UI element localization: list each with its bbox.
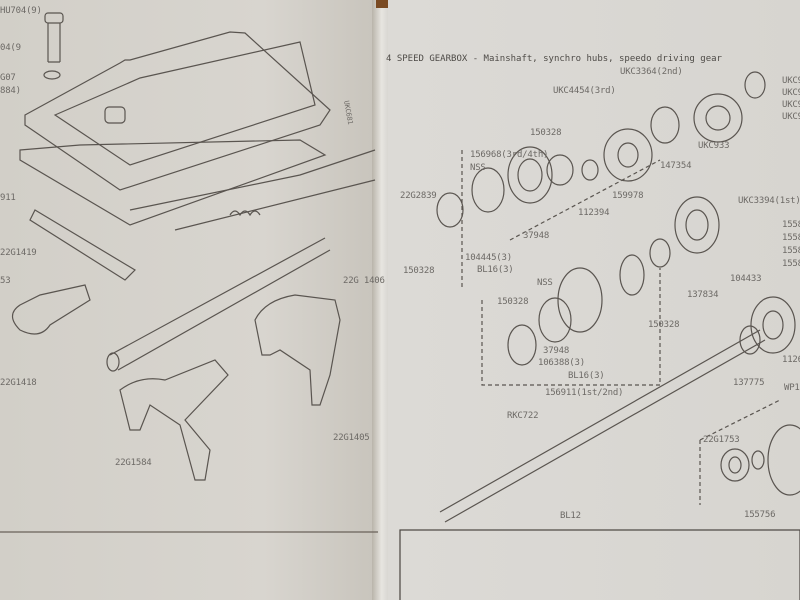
part-number-label: BL12 — [560, 511, 581, 521]
part-number-label: 22G1584 — [115, 458, 152, 468]
part-number-label: 112394 — [578, 208, 610, 218]
part-number-label: 1558 — [782, 246, 800, 256]
part-number-label: WP1 — [784, 383, 800, 393]
part-number-label: 150328 — [648, 320, 680, 330]
part-number-label: 156968(3rd/4th) — [470, 150, 549, 160]
part-number-label: 22G2839 — [400, 191, 437, 201]
part-number-label: 137834 — [687, 290, 719, 300]
part-number-label: 22G1753 — [703, 435, 740, 445]
part-number-label: 53 — [0, 276, 11, 286]
left-page — [0, 0, 378, 600]
part-number-label: 884) — [0, 86, 21, 96]
part-number-label: UKC4454(3rd) — [553, 86, 616, 96]
part-number-label: 150328 — [497, 297, 529, 307]
right-page — [386, 0, 800, 600]
part-number-label: 22G1418 — [0, 378, 37, 388]
notes-box — [399, 529, 800, 600]
part-number-label: UKC9 — [782, 88, 800, 98]
part-number-label: 150328 — [530, 128, 562, 138]
part-number-label: UKC3364(2nd) — [620, 67, 683, 77]
part-number-label: 22G1405 — [333, 433, 370, 443]
part-number-label: RKC722 — [507, 411, 539, 421]
part-number-label: 147354 — [660, 161, 692, 171]
part-number-label: UKC9 — [782, 76, 800, 86]
part-number-label: HU704(9) — [0, 6, 42, 16]
part-number-label: 104433 — [730, 274, 762, 284]
book-cover-corner — [376, 0, 388, 8]
part-number-label: 106388(3) — [538, 358, 585, 368]
part-number-label: 37948 — [543, 346, 570, 356]
part-number-label: UKC3394(1st) — [738, 196, 800, 206]
part-number-label: 1558 — [782, 259, 800, 269]
part-number-label: 1558 — [782, 220, 800, 230]
shift-forks-drawing — [11, 284, 341, 481]
part-number-label: 22G 1406 — [343, 276, 385, 286]
part-number-label: 150328 — [403, 266, 435, 276]
part-number-label: UKC9 — [782, 112, 800, 122]
part-number-label: 137775 — [733, 378, 765, 388]
cover-plate-drawing — [19, 12, 376, 372]
part-number-label: 156911(1st/2nd) — [545, 388, 624, 398]
part-number-label: UKC933 — [698, 141, 730, 151]
diagram-title: 4 SPEED GEARBOX - Mainshaft, synchro hub… — [386, 54, 722, 64]
part-number-label: 911 — [0, 193, 16, 203]
part-number-label: 04(9 — [0, 43, 21, 53]
part-number-label: 37948 — [523, 231, 550, 241]
part-number-label: UKC9 — [782, 100, 800, 110]
part-number-label: 11265 — [782, 355, 800, 365]
part-number-label: 1558 — [782, 233, 800, 243]
part-number-label: 22G1419 — [0, 248, 37, 258]
part-number-label: 104445(3) — [465, 253, 512, 263]
part-number-label: NSS — [537, 278, 553, 288]
part-number-label: 159978 — [612, 191, 644, 201]
book-gutter — [372, 0, 388, 600]
gear-assembly-drawing — [436, 71, 800, 523]
part-number-label: G07 — [0, 73, 16, 83]
part-number-label: BL16(3) — [568, 371, 605, 381]
part-number-label: NSS — [470, 163, 486, 173]
part-number-label: BL16(3) — [477, 265, 514, 275]
part-number-label: 155756 — [744, 510, 776, 520]
